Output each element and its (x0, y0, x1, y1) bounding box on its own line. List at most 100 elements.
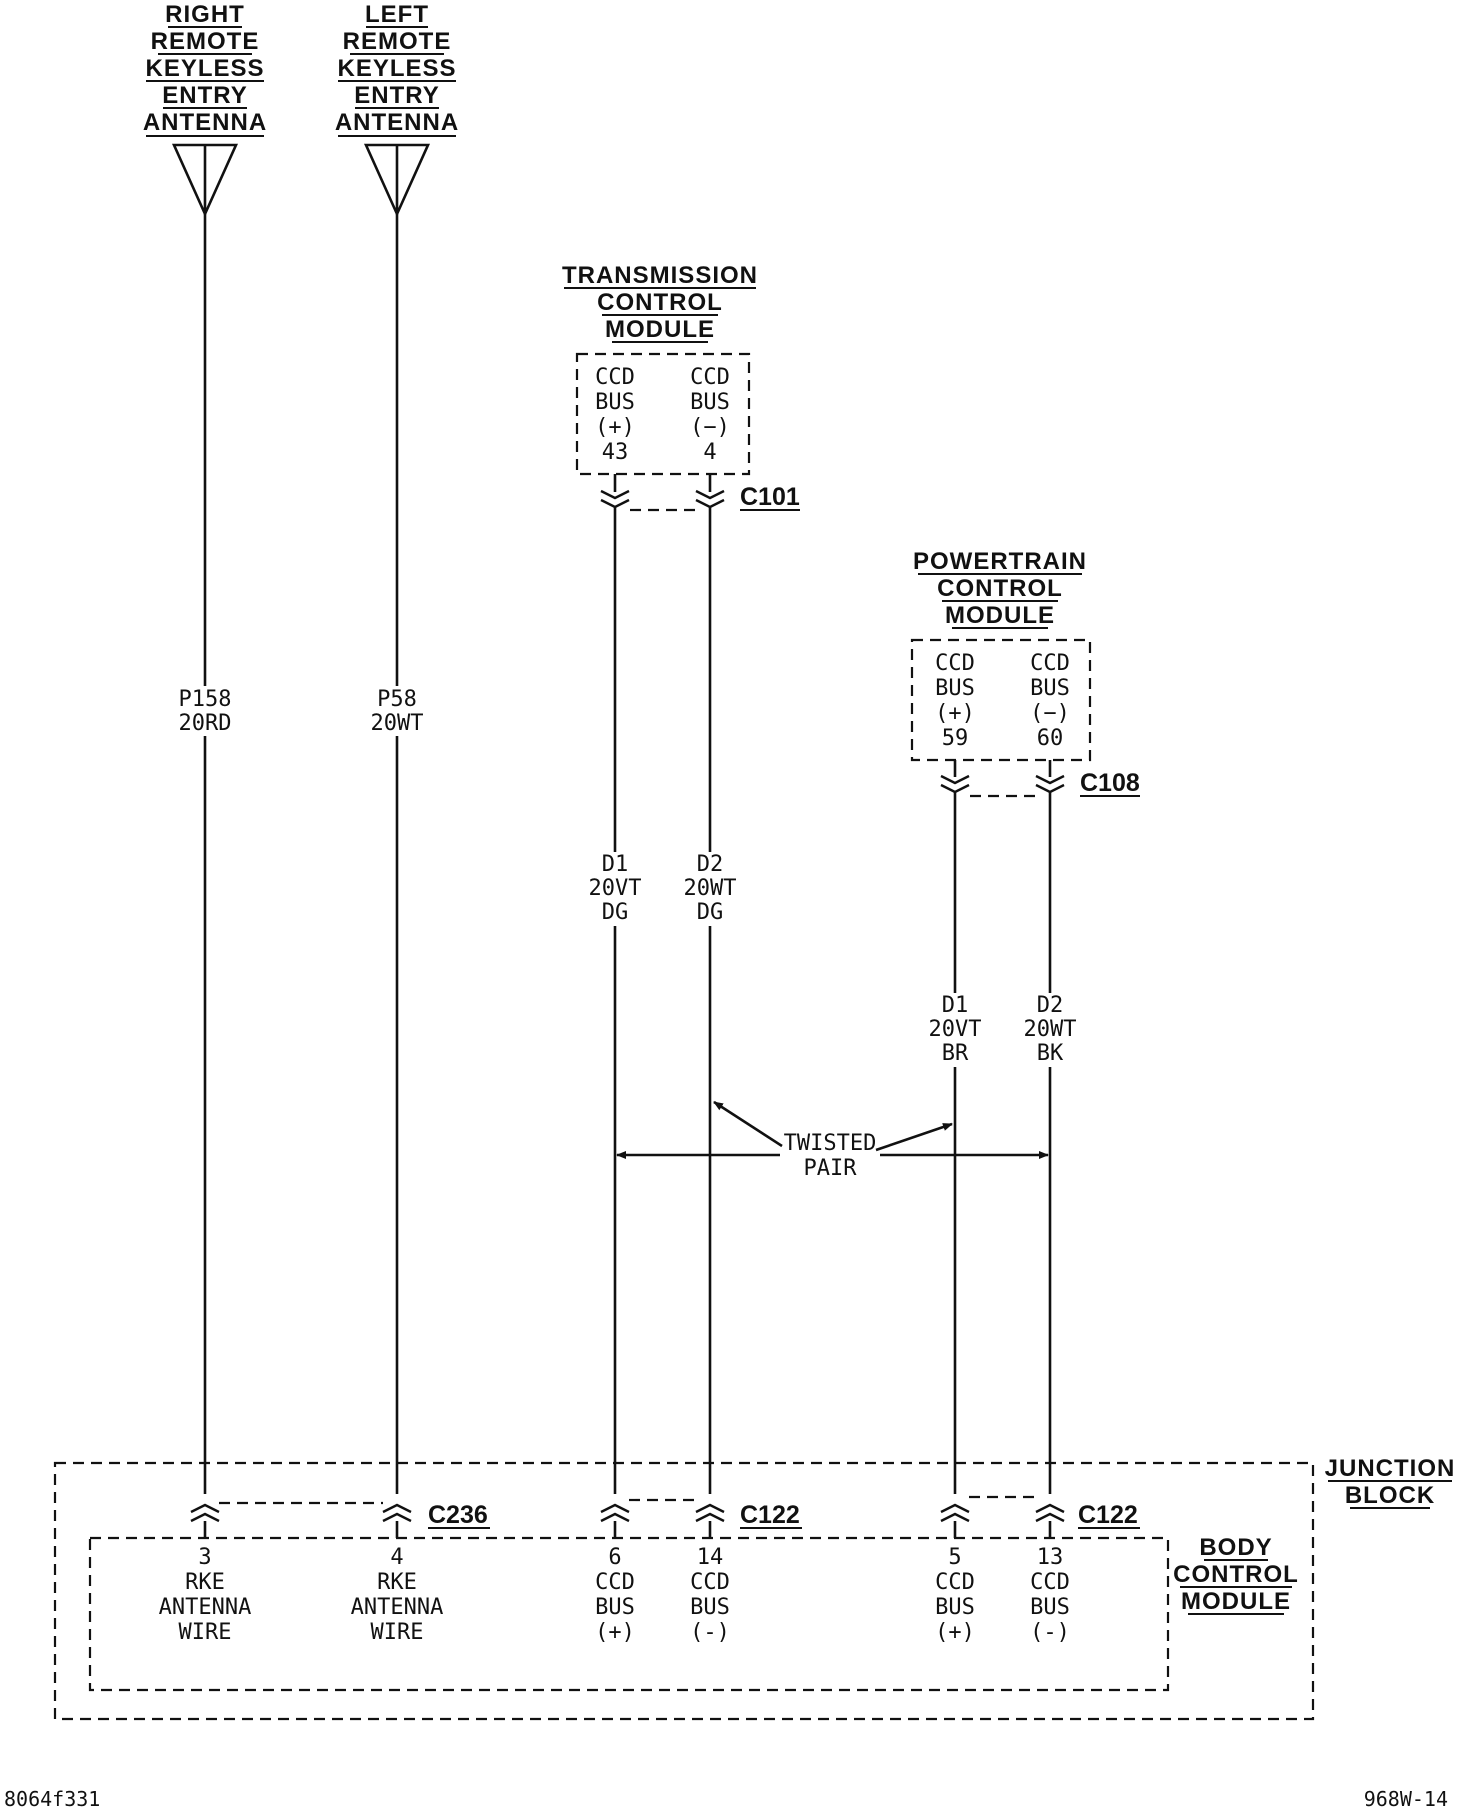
pin-label: (−) (690, 415, 730, 440)
pin-label: WIRE (371, 1620, 424, 1645)
c101-connector-icon (600, 474, 725, 512)
wire-tcm-d2-circuit: D2 (697, 852, 724, 877)
pin-label: (+) (935, 1620, 975, 1645)
twisted-pair-label-line: TWISTED (784, 1131, 877, 1156)
pin-label: BUS (690, 1595, 730, 1620)
pin-label: BUS (1030, 1595, 1070, 1620)
pin-label: BUS (595, 1595, 635, 1620)
pin-label: ANTENNA (159, 1595, 252, 1620)
bcm-title-line: BODY (1199, 1534, 1272, 1561)
pcm-title-line: POWERTRAIN (913, 548, 1087, 575)
left-antenna-title-line: ANTENNA (335, 109, 459, 136)
pin-number: 13 (1037, 1545, 1064, 1570)
twisted-pair-arrow (875, 1122, 953, 1152)
bcm-pin-5: 5 CCD BUS (+) (935, 1545, 975, 1645)
tcm-title-line: CONTROL (597, 289, 723, 316)
tcm-module-box (575, 352, 751, 476)
bcm-pin-3: 3 RKE ANTENNA WIRE (159, 1545, 252, 1645)
pcm-title: POWERTRAIN CONTROL MODULE (913, 548, 1087, 629)
bcm-pin-14: 14 CCD BUS (-) (690, 1545, 730, 1645)
pin-number: 6 (608, 1545, 621, 1570)
footer-page-ref: 968W-14 (1364, 1787, 1448, 1811)
pin-label: CCD (1030, 651, 1070, 676)
twisted-pair-callout: TWISTED PAIR (616, 1100, 1049, 1181)
pcm-title-line: MODULE (945, 602, 1055, 629)
footer-figure-id: 8064f331 (4, 1787, 100, 1811)
left-antenna-title-line: LEFT (365, 1, 429, 28)
pcm-title-line: CONTROL (937, 575, 1063, 602)
pin-label: (-) (1030, 1620, 1070, 1645)
tcm-title: TRANSMISSION CONTROL MODULE (562, 262, 758, 343)
c122-right-label: C122 (1078, 1501, 1138, 1529)
pin-label: CCD (690, 365, 730, 390)
right-antenna-title-line: ENTRY (162, 82, 247, 109)
left-antenna-title: LEFT REMOTE KEYLESS ENTRY ANTENNA (335, 1, 459, 137)
right-antenna-title: RIGHT REMOTE KEYLESS ENTRY ANTENNA (143, 1, 267, 137)
left-antenna-title-line: KEYLESS (337, 55, 456, 82)
pin-label: CCD (595, 1570, 635, 1595)
bcm-pin-6: 6 CCD BUS (+) (595, 1545, 635, 1645)
right-antenna-title-line: KEYLESS (145, 55, 264, 82)
pin-label: (+) (935, 701, 975, 726)
right-antenna-title-line: ANTENNA (143, 109, 267, 136)
tcm-pin-minus: CCD BUS (−) 4 (690, 365, 730, 465)
wire-tcm-d2-tracer: DG (697, 900, 724, 925)
tcm-pin-plus: CCD BUS (+) 43 (595, 365, 635, 465)
pcm-module-box (910, 638, 1092, 762)
pin-label: WIRE (179, 1620, 232, 1645)
pin-label: BUS (1030, 676, 1070, 701)
junction-block-box (53, 1461, 1315, 1721)
wire-p58-gauge-color: 20WT (371, 711, 424, 736)
pin-label: (+) (595, 415, 635, 440)
pin-number: 4 (703, 440, 716, 465)
pin-number: 60 (1037, 726, 1064, 751)
wire-pcm-d2-circuit: D2 (1037, 993, 1064, 1018)
wire-tcm-d2-gauge: 20WT (684, 876, 737, 901)
body-control-module-box (88, 1536, 1170, 1692)
body-control-module-title: BODY CONTROL MODULE (1173, 1534, 1298, 1615)
pin-label: (−) (1030, 701, 1070, 726)
wire-pcm-d1-circuit: D1 (942, 993, 969, 1018)
left-antenna-title-line: REMOTE (343, 28, 452, 55)
pin-number: 3 (198, 1545, 211, 1570)
pin-label: (-) (690, 1620, 730, 1645)
c108-label: C108 (1080, 769, 1140, 797)
junction-block-title-line: JUNCTION (1325, 1455, 1456, 1482)
c101-label: C101 (740, 483, 800, 511)
pin-label: RKE (377, 1570, 417, 1595)
pin-label: CCD (595, 365, 635, 390)
twisted-pair-arrow (713, 1100, 783, 1148)
pcm-pin-minus: CCD BUS (−) 60 (1030, 651, 1070, 751)
pin-number: 5 (948, 1545, 961, 1570)
bcm-title-line: MODULE (1181, 1588, 1291, 1615)
pin-number: 43 (602, 440, 629, 465)
wire-tcm-d1-circuit: D1 (602, 852, 629, 877)
right-antenna-title-line: REMOTE (151, 28, 260, 55)
pin-label: BUS (935, 676, 975, 701)
wire-p158-gauge-color: 20RD (179, 711, 232, 736)
wire-tcm-d1-tracer: DG (602, 900, 629, 925)
pin-number: 14 (697, 1545, 724, 1570)
pin-label: BUS (690, 390, 730, 415)
wire-pcm-d1-gauge: 20VT (929, 1017, 982, 1042)
pin-label: CCD (935, 651, 975, 676)
pin-label: CCD (935, 1570, 975, 1595)
wire-p158-circuit: P158 (179, 687, 232, 712)
junction-block-title: JUNCTION BLOCK (1325, 1455, 1456, 1509)
c236-connector-icon (190, 1494, 412, 1538)
c108-connector-icon (940, 760, 1065, 798)
wire-pcm-d1-tracer: BR (942, 1041, 969, 1066)
wire-pcm-d2-tracer: BK (1037, 1041, 1064, 1066)
tcm-title-line: TRANSMISSION (562, 262, 758, 289)
junction-block-title-line: BLOCK (1345, 1482, 1435, 1509)
left-antenna-icon (363, 143, 431, 218)
twisted-pair-label-line: PAIR (804, 1156, 858, 1181)
right-antenna-title-line: RIGHT (165, 1, 245, 28)
bcm-pin-13: 13 CCD BUS (-) (1030, 1545, 1070, 1645)
c122-left-connector-icon (600, 1494, 725, 1538)
wire-pcm-d2-gauge: 20WT (1024, 1017, 1077, 1042)
c122-left-label: C122 (740, 1501, 800, 1529)
right-antenna-icon (171, 143, 239, 218)
pin-label: BUS (935, 1595, 975, 1620)
